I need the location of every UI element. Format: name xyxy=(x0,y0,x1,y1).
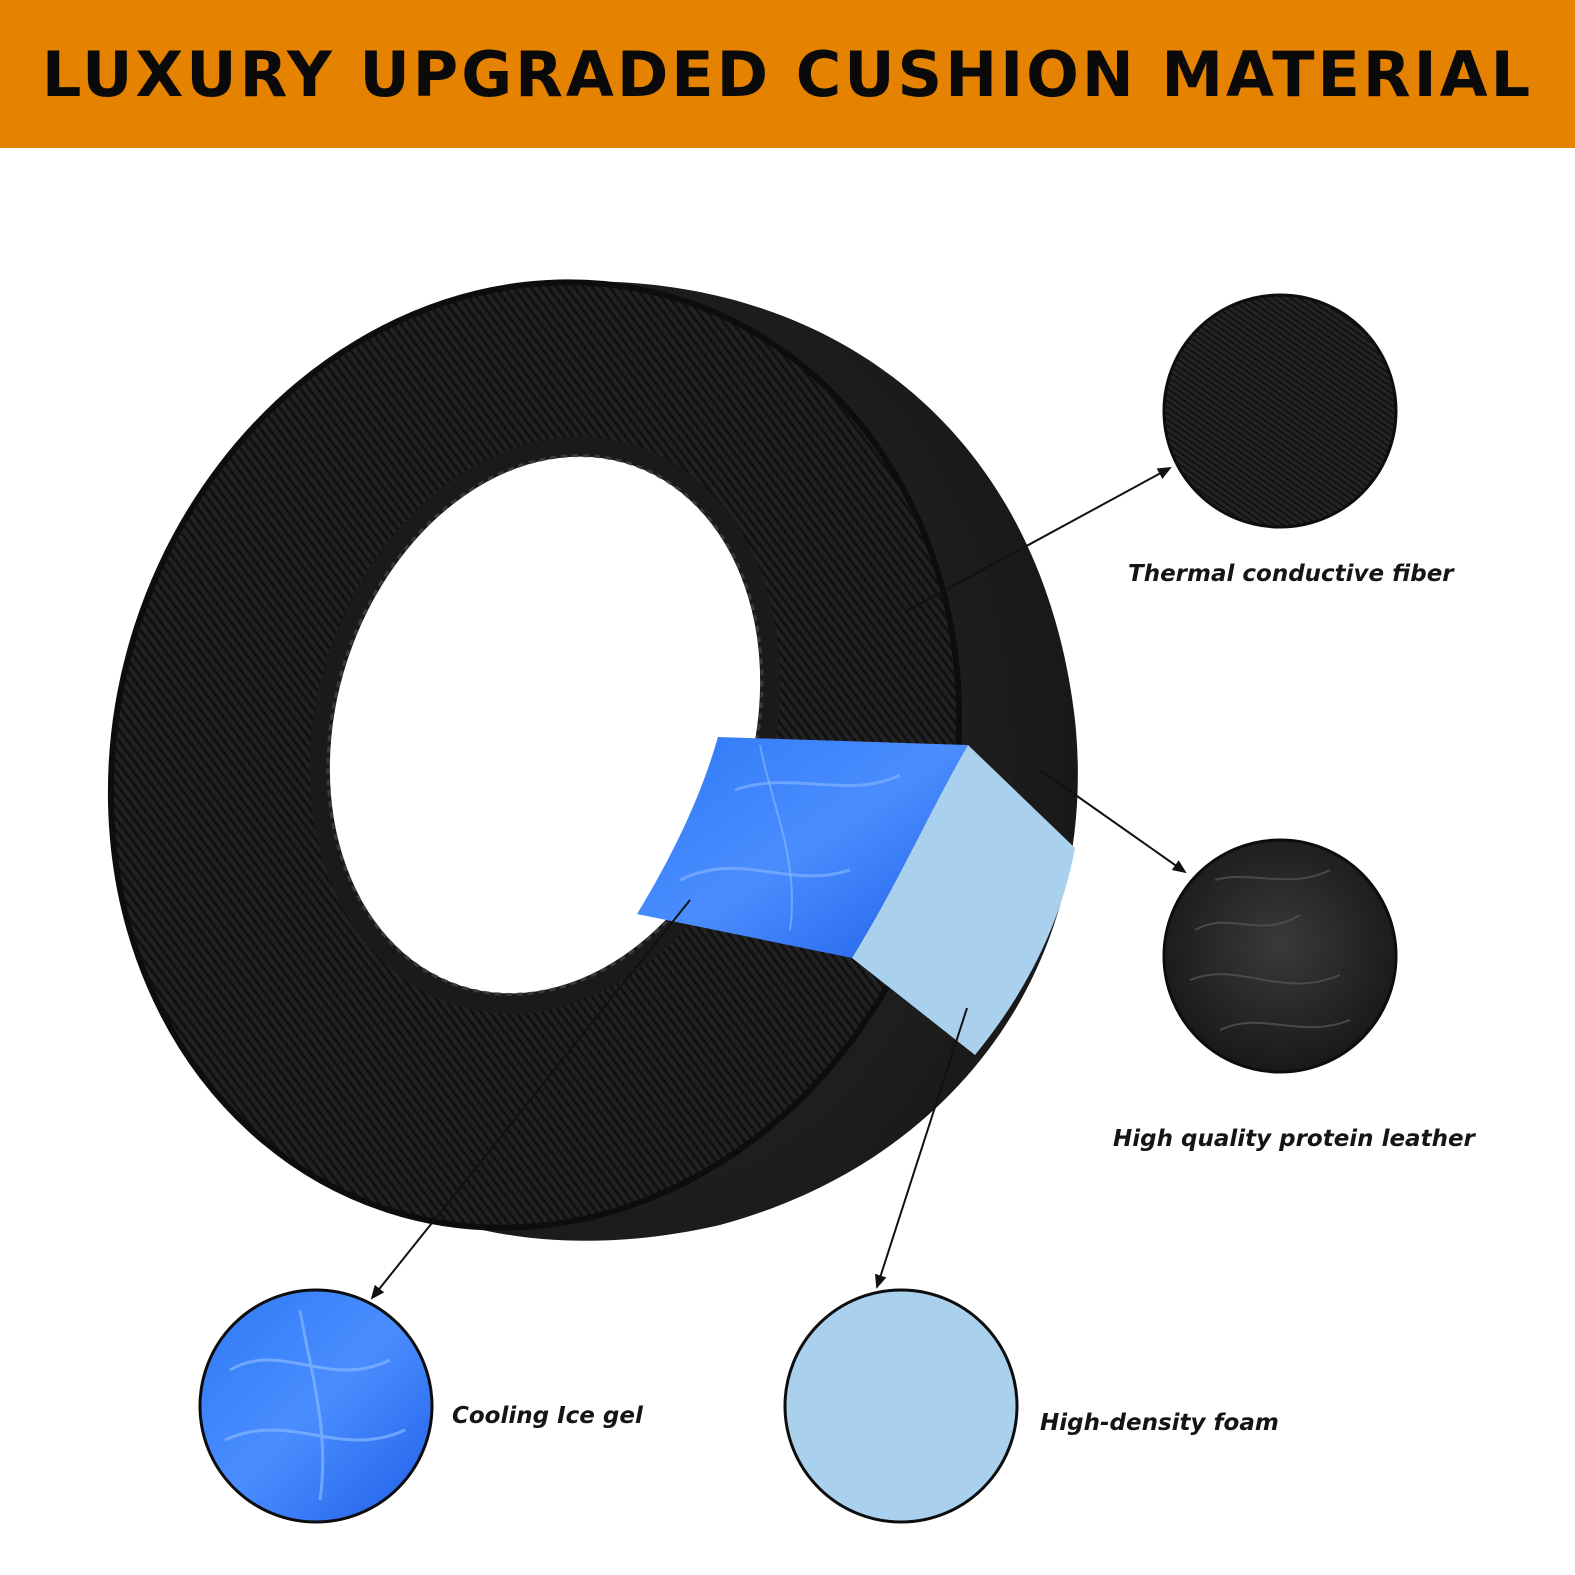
leather-swatch-icon xyxy=(1162,838,1398,1074)
banner-title: LUXURY UPGRADED CUSHION MATERIAL xyxy=(41,37,1534,111)
label-protein-leather: High quality protein leather xyxy=(1113,1126,1475,1152)
gel-layer xyxy=(637,737,968,958)
label-high-density-foam: High-density foam xyxy=(1040,1410,1279,1436)
cushion-side xyxy=(360,281,1078,1241)
pointer-lines xyxy=(370,467,1187,1300)
label-thermal-conductive-fiber: Thermal conductive fiber xyxy=(1128,561,1454,587)
foam-swatch-icon xyxy=(783,1288,1019,1524)
cushion-illustration xyxy=(107,279,1398,1524)
gel-swatch-icon xyxy=(198,1288,434,1524)
label-cooling-ice-gel: Cooling Ice gel xyxy=(452,1403,643,1429)
cross-section xyxy=(637,737,1075,1055)
foam-layer xyxy=(852,745,1075,1055)
header-banner: LUXURY UPGRADED CUSHION MATERIAL xyxy=(0,0,1575,148)
fabric-swatch-icon xyxy=(1162,293,1398,529)
